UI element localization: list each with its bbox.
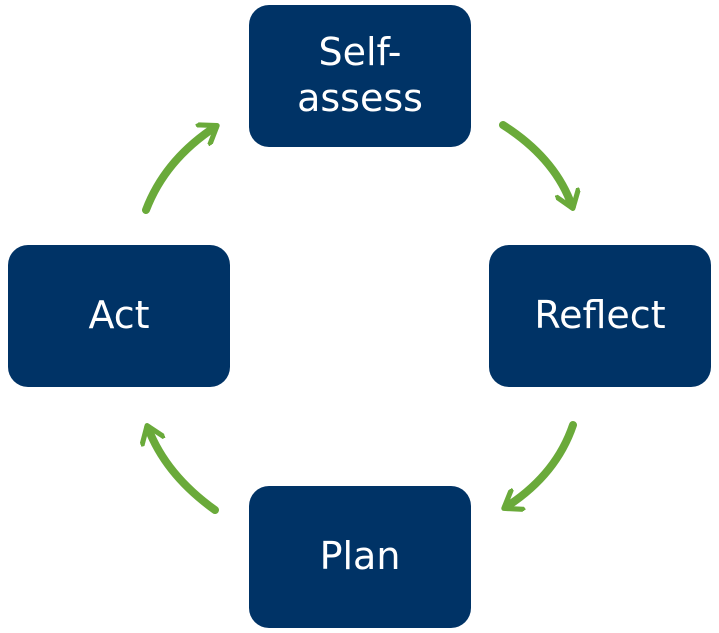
- step-act: Act: [8, 245, 230, 387]
- step-self-assess: Self- assess: [249, 5, 471, 147]
- arrow-act-to-self-assess: [142, 127, 215, 214]
- step-reflect-label: Reflect: [534, 293, 666, 338]
- step-reflect: Reflect: [489, 245, 711, 387]
- step-self-assess-label: Self- assess: [297, 30, 423, 120]
- arrow-self-assess-to-reflect: [499, 121, 572, 206]
- step-act-label: Act: [88, 293, 150, 338]
- arrow-plan-to-act: [148, 428, 219, 514]
- arrow-reflect-to-plan: [506, 421, 577, 507]
- step-plan-label: Plan: [319, 534, 401, 579]
- step-plan: Plan: [249, 486, 471, 628]
